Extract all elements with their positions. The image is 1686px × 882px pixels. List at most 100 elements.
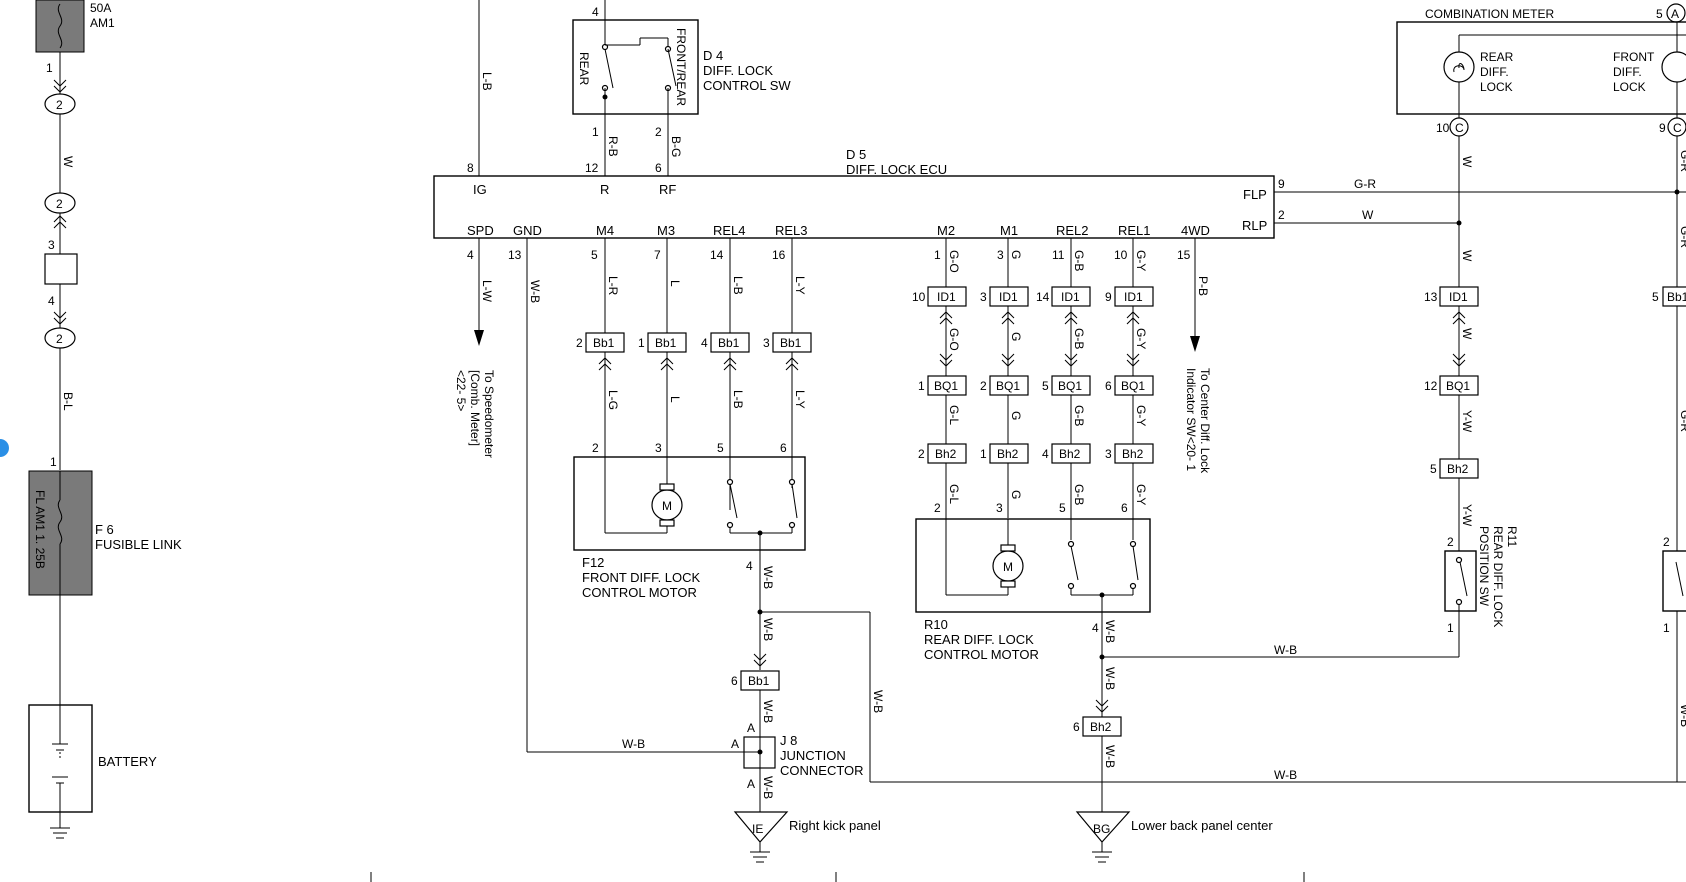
connector-label: BQ1 (934, 379, 958, 393)
comb-meter-box (1396, 21, 1686, 115)
pin-label: 5 (1656, 7, 1663, 21)
pin-label: A (747, 721, 755, 735)
ecu-code: D 5 (846, 147, 866, 162)
fuse-am1-label: AM1 (90, 16, 115, 30)
comb-front2: DIFF. (1613, 65, 1642, 79)
ecu-pin-number: 2 (1278, 208, 1285, 222)
wire-color: G-R (1678, 226, 1686, 248)
ecu-pin-number: 10 (1114, 248, 1128, 262)
wire-color: G-O (947, 250, 961, 273)
wire-color: L-B (731, 390, 745, 409)
connector-label: Bh2 (1090, 720, 1112, 734)
d4-control-switch: 4 REAR FRONT/REAR D 4 DIFF. LOCK CONTROL… (572, 0, 791, 176)
wire-color: R-B (606, 136, 620, 157)
pin-label: 14 (1036, 290, 1050, 304)
wire-color: W-B (1678, 704, 1686, 727)
speedo-line2: [Comb. Meter] (468, 370, 482, 446)
connector-label: Bh2 (1447, 462, 1469, 476)
ground-ie (733, 811, 789, 843)
pin-label: 6 (1105, 379, 1112, 393)
d4-rear-label: REAR (577, 52, 591, 86)
connector-label: BQ1 (1058, 379, 1082, 393)
connector-bq1 (927, 375, 967, 396)
pin-label: 4 (746, 559, 753, 573)
wire-color: Y-W (1460, 410, 1474, 433)
ecu-pin-label: REL3 (775, 223, 808, 238)
pin-label: 6 (1121, 501, 1128, 515)
connector-bb1 (585, 332, 625, 353)
ecu-pin-number: 14 (710, 248, 724, 262)
wire-color: G-Y (1134, 405, 1148, 426)
ecu-pin-label: SPD (467, 223, 494, 238)
j8-column: W-B W-B Bb1 6 W-B A A J 8 JUNCTION CONNE… (731, 609, 1686, 863)
ecu-pin-label: 4WD (1181, 223, 1210, 238)
pin-label: 10 (912, 290, 926, 304)
fusible-link-name: FUSIBLE LINK (95, 537, 182, 552)
pin-label: 1 (918, 379, 925, 393)
connector-id1 (1051, 286, 1091, 307)
connector-bb1 (647, 332, 687, 353)
ecu-pin-label: M1 (1000, 223, 1018, 238)
wire-color: G-L (947, 484, 961, 504)
d4-front-rear-label: FRONT/REAR (674, 28, 688, 106)
wire-color: W-B (761, 776, 775, 799)
connector-bh2 (1051, 443, 1091, 464)
ecu-pin-label: M2 (937, 223, 955, 238)
r10-rear-motor: M R10 REAR DIFF. LOCK CONTROL MOTOR 4 W-… (915, 518, 1459, 863)
fuse-am1-rating: 50A (90, 1, 111, 15)
fusible-link-symbol (57, 499, 63, 545)
f12-front-motor: M F12 FRONT DIFF. LOCK CONTROL MOTOR 4 W… (573, 456, 806, 612)
4wd-wire: P-B To Center Diff. Lock Indicator SW<20… (1184, 238, 1212, 474)
wire-color: L-B (480, 72, 494, 91)
r11-box (1444, 550, 1477, 612)
pin-label: 9 (1659, 121, 1666, 135)
motor-symbol: M (1003, 560, 1013, 574)
selection-marker[interactable] (0, 439, 9, 457)
ecu-pin-number: 6 (655, 161, 662, 175)
wire-color: W-B (1103, 667, 1117, 690)
connector-label: BQ1 (1446, 379, 1470, 393)
ecu-pin-number: 8 (467, 161, 474, 175)
pin-label: 3 (1105, 447, 1112, 461)
wire-color: L-B (731, 276, 745, 295)
connector-bh2 (1082, 716, 1122, 737)
pin-label: 5 (1059, 501, 1066, 515)
comb-rear3: LOCK (1480, 80, 1513, 94)
connector-label: Bb1 (780, 336, 802, 350)
r10-box (915, 518, 1151, 613)
wire-color: W-B (622, 737, 645, 751)
j8-code: J 8 (780, 733, 797, 748)
pin-label: 4 (1042, 447, 1049, 461)
connector-label: Bb1 (1667, 290, 1686, 304)
d4-code: D 4 (703, 48, 723, 63)
connector-label: BQ1 (996, 379, 1020, 393)
d4-name2: CONTROL SW (703, 78, 791, 93)
fuse-am1-symbol (57, 3, 63, 49)
connector-pin: 2 (56, 98, 63, 112)
connector-label: ID1 (937, 290, 956, 304)
comb-conn-c: C (1673, 121, 1682, 135)
gnd-wire: W-B W-B (526, 238, 744, 753)
wire-color: G-O (947, 328, 961, 351)
ecu-pin-number: 11 (1052, 248, 1065, 262)
wire-color: G-Y (1134, 484, 1148, 505)
connector-label: Bh2 (935, 447, 957, 461)
square-connector (44, 253, 78, 285)
f12-code: F12 (582, 555, 604, 570)
f12-name2: CONTROL MOTOR (582, 585, 697, 600)
pin-label: 13 (1424, 290, 1438, 304)
pin-label: 2 (1663, 535, 1670, 549)
r10-name2: CONTROL MOTOR (924, 647, 1039, 662)
connector-bb1 (710, 332, 750, 353)
wire-color: G-B (1072, 250, 1086, 271)
d4-box (572, 19, 699, 115)
pin-label: 5 (717, 441, 724, 455)
connector-bq1 (1114, 375, 1154, 396)
rear-motor-wires: G-O G G-B G-Y ID1 10 ID1 3 ID1 14 ID1 9 … (912, 238, 1154, 595)
wire-color: G-L (947, 405, 961, 425)
pin-label: 2 (655, 125, 662, 139)
bottom-ticks (370, 872, 1305, 882)
ecu-box (433, 175, 1275, 239)
lamp-wires: G-R W (1274, 177, 1686, 226)
pin-label: 1 (1447, 621, 1454, 635)
